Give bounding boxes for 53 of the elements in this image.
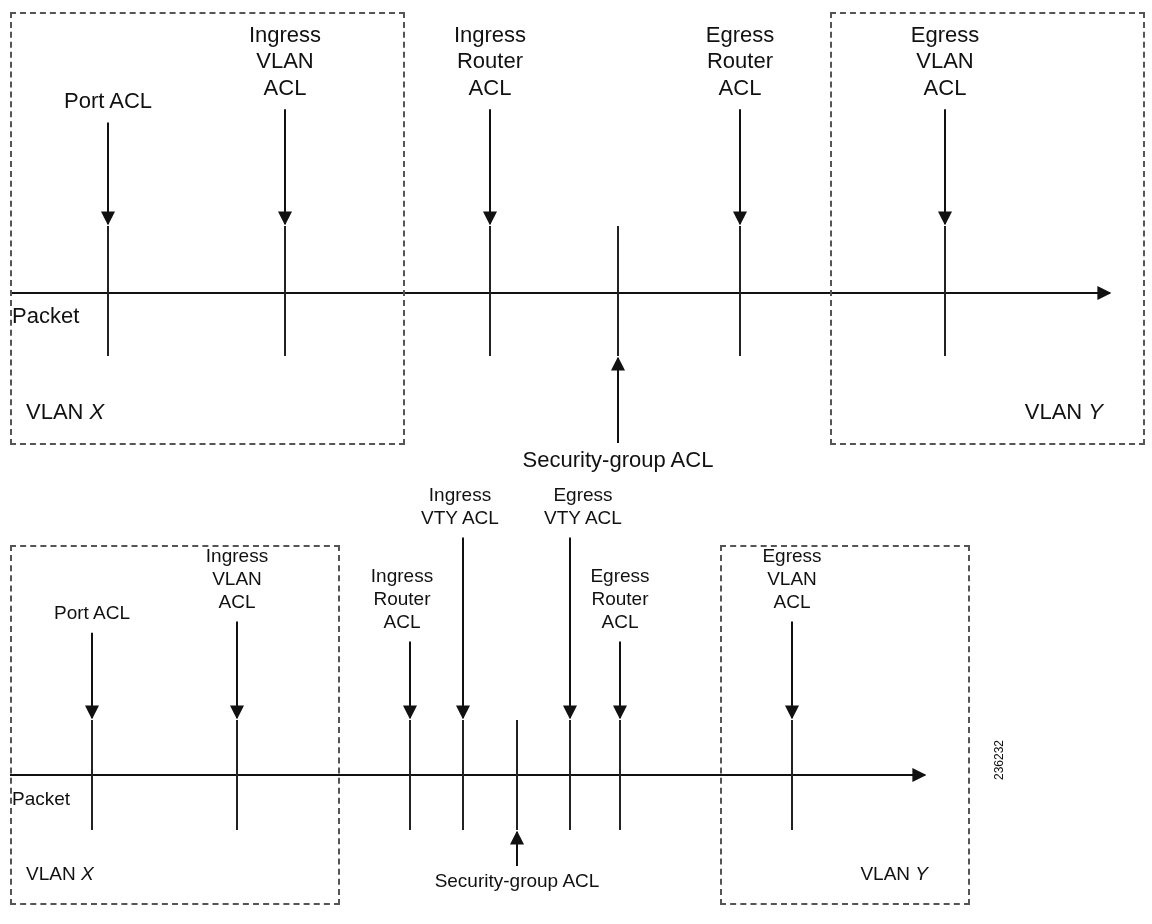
acl-label: Ingress Router ACL	[367, 565, 437, 634]
marker-line	[91, 720, 93, 830]
marker-line	[489, 226, 491, 356]
arrow	[456, 536, 470, 720]
marker-line	[739, 226, 741, 356]
vlan-region	[720, 545, 970, 905]
marker-line	[516, 720, 518, 830]
arrow	[278, 108, 292, 226]
marker-line	[617, 226, 619, 356]
vlan-label: VLAN Y	[1024, 399, 1103, 425]
acl-label: Security-group ACL	[488, 447, 748, 474]
vlan-label: VLAN X	[26, 399, 105, 425]
arrow	[403, 640, 417, 720]
vlan-region	[10, 12, 405, 445]
acl-label: Egress Router ACL	[695, 22, 785, 102]
arrow	[510, 830, 524, 867]
acl-label: Egress VLAN ACL	[900, 22, 990, 102]
marker-line	[619, 720, 621, 830]
arrow	[85, 631, 99, 720]
vlan-region	[830, 12, 1145, 445]
vlan-label: VLAN X	[26, 863, 94, 885]
marker-line	[409, 720, 411, 830]
acl-label: Egress Router ACL	[585, 565, 655, 634]
acl-label: Egress VLAN ACL	[752, 545, 832, 614]
marker-line	[944, 226, 946, 356]
acl-label: Ingress Router ACL	[445, 22, 535, 102]
marker-line	[462, 720, 464, 830]
packet-label: Packet	[12, 788, 71, 810]
acl-label: Ingress VLAN ACL	[240, 22, 330, 102]
marker-line	[236, 720, 238, 830]
acl-label: Ingress VTY ACL	[415, 484, 505, 530]
arrow	[101, 121, 115, 226]
acl-label: Port ACL	[42, 602, 142, 625]
figure-number: 236232	[992, 739, 1006, 780]
arrow	[733, 108, 747, 226]
acl-label: Ingress VLAN ACL	[197, 545, 277, 614]
marker-line	[284, 226, 286, 356]
acl-label: Egress VTY ACL	[538, 484, 628, 530]
arrow	[938, 108, 952, 226]
arrow	[483, 108, 497, 226]
packet-label: Packet	[12, 303, 80, 329]
arrow	[785, 620, 799, 720]
vlan-region	[10, 545, 340, 905]
marker-line	[791, 720, 793, 830]
arrow	[613, 640, 627, 720]
arrow	[230, 620, 244, 720]
acl-label: Port ACL	[53, 88, 163, 115]
arrow	[563, 536, 577, 720]
vlan-label: VLAN Y	[860, 863, 928, 885]
marker-line	[107, 226, 109, 356]
marker-line	[569, 720, 571, 830]
arrow	[611, 356, 625, 444]
acl-label: Security-group ACL	[397, 870, 637, 893]
